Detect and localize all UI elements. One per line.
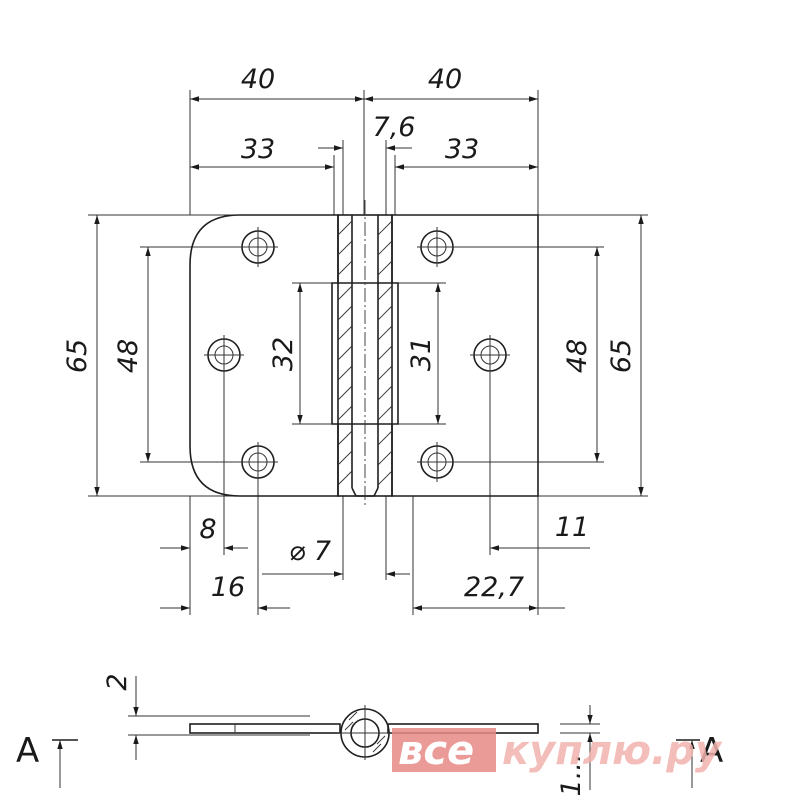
hole-right-top [417,227,457,267]
dim-holes-pitch-left: 48 [113,339,144,373]
hole-left-bottom [238,442,278,482]
section-view [128,676,600,790]
hole-left-middle [204,335,244,375]
section-label-left: A [16,731,39,771]
dim-hole-span-right: 33 [445,134,479,165]
dimension-lines [94,96,644,611]
dim-thickness: 2 [102,673,133,690]
dimension-labels: 40 40 33 33 7,6 65 48 32 31 48 65 8 16 ⌀… [62,64,637,796]
screw-holes [204,227,510,482]
dim-pin-diameter: ⌀ 7 [289,536,331,567]
dim-top-right-width: 40 [428,64,462,95]
dim-side-height: 1... [556,754,587,797]
dim-right-leaf-offset: 22,7 [464,572,524,603]
dim-top-left-width: 40 [241,64,275,95]
section-hatching [337,220,393,486]
dim-holes-pitch-right: 48 [562,339,593,373]
dim-cutout-right: 31 [406,337,437,371]
hole-right-bottom [417,442,457,482]
left-leaf-outline [189,214,339,497]
dim-height-left: 65 [62,339,93,373]
dim-hole-span-left: 33 [241,134,275,165]
section-marker-left: A [16,731,78,788]
dim-right-hole-offset: 11 [555,512,589,543]
dim-hole-offset-large: 16 [211,572,245,603]
section-marker-right: A [676,731,723,788]
watermark-text-part2: куплю.ру [502,728,723,774]
dim-knuckle-width: 7,6 [373,112,416,143]
hole-left-top [238,227,278,267]
watermark-badge [392,728,496,772]
dim-height-right: 65 [606,339,637,373]
section-label-right: A [700,731,723,771]
watermark-logo: все куплю.ру [392,728,723,774]
watermark-text-part1: все [398,728,474,774]
hole-right-middle [470,335,510,375]
dim-cutout-left: 32 [268,337,299,371]
hinge-knuckle [337,200,393,508]
dim-hole-offset-small: 8 [199,514,216,545]
